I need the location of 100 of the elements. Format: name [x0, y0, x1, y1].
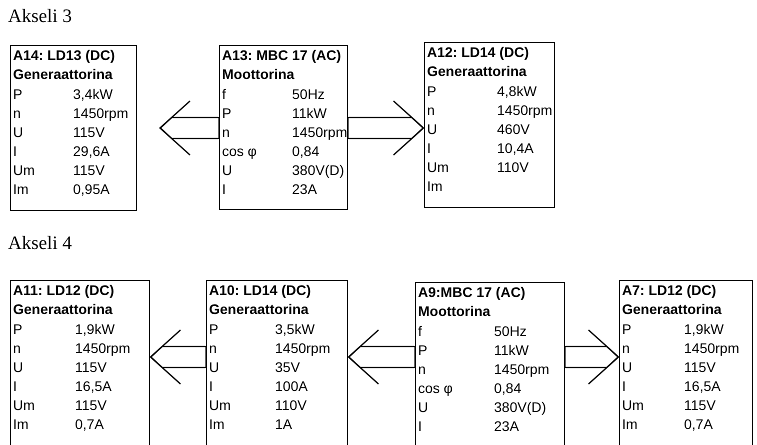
parameter-value: 460V [497, 120, 530, 139]
parameter-value: 50Hz [292, 85, 325, 104]
box-title: A14: LD13 (DC) [13, 47, 115, 65]
parameter-name: Um [622, 396, 644, 415]
parameter-name: P [418, 341, 428, 360]
double-arrow [564, 329, 620, 385]
parameter-value: 115V [73, 123, 105, 142]
parameter-name: Im [622, 415, 638, 434]
box-subtitle: Moottorina [418, 303, 490, 321]
parameter-name: U [418, 398, 428, 417]
parameter-name: Im [13, 180, 29, 199]
parameter-name: P [13, 320, 22, 339]
parameter-name: I [13, 377, 17, 396]
component-box [10, 45, 137, 211]
parameter-value: 115V [684, 396, 716, 415]
parameter-value: 115V [75, 358, 107, 377]
parameter-value: 0,84 [292, 142, 320, 161]
parameter-value: 1450rpm [75, 339, 130, 358]
double-arrow [348, 329, 416, 385]
box-title: A7: LD12 (DC) [622, 282, 716, 300]
parameter-name: I [222, 180, 226, 199]
parameter-value: 1,9kW [75, 320, 115, 339]
parameter-value: 115V [684, 358, 716, 377]
parameter-name: P [622, 320, 632, 339]
parameter-name: I [427, 139, 431, 158]
parameter-value: 23A [494, 417, 519, 436]
parameter-value: 4,8kW [497, 82, 537, 101]
parameter-value: 115V [75, 396, 107, 415]
component-box [219, 45, 348, 210]
parameter-name: n [209, 339, 217, 358]
parameter-value: 1450rpm [497, 101, 552, 120]
parameter-value: 0,95A [73, 180, 110, 199]
parameter-name: f [222, 85, 226, 104]
parameter-value: 3,5kW [275, 320, 315, 339]
parameter-name: I [622, 377, 626, 396]
parameter-name: P [222, 104, 232, 123]
section-heading: Akseli 3 [8, 6, 72, 28]
parameter-name: Um [13, 396, 35, 415]
component-box [415, 282, 565, 445]
parameter-value: 16,5A [684, 377, 721, 396]
parameter-value: 1450rpm [275, 339, 330, 358]
component-box [619, 280, 753, 445]
box-title: A10: LD14 (DC) [209, 282, 311, 300]
parameter-value: 1450rpm [684, 339, 740, 358]
double-arrow [150, 329, 207, 385]
parameter-name: U [427, 120, 438, 139]
parameter-name: n [622, 339, 630, 358]
component-box [424, 42, 555, 208]
parameter-value: 11kW [494, 341, 529, 360]
box-subtitle: Generaattorina [13, 301, 113, 319]
parameter-name: cos φ [222, 142, 257, 161]
parameter-value: 115V [73, 161, 105, 180]
parameter-name: U [13, 123, 24, 142]
parameter-value: 16,5A [75, 377, 112, 396]
parameter-name: U [13, 358, 24, 377]
parameter-value: 10,4A [497, 139, 534, 158]
parameter-value: 380V(D) [292, 161, 344, 180]
double-arrow [159, 100, 220, 156]
parameter-name: n [13, 104, 21, 123]
box-subtitle: Generaattorina [209, 301, 309, 319]
parameter-name: P [209, 320, 218, 339]
parameter-name: n [418, 360, 426, 379]
parameter-value: 380V(D) [494, 398, 546, 417]
box-subtitle: Generaattorina [13, 66, 113, 84]
parameter-name: U [222, 161, 232, 180]
box-subtitle: Generaattorina [427, 63, 527, 81]
double-arrow [347, 100, 424, 156]
parameter-name: Im [13, 415, 29, 434]
box-subtitle: Generaattorina [622, 301, 722, 319]
parameter-name: Um [427, 158, 449, 177]
parameter-name: I [209, 377, 213, 396]
parameter-value: 1,9kW [684, 320, 724, 339]
parameter-value: 0,84 [494, 379, 522, 398]
parameter-name: f [418, 322, 422, 341]
parameter-value: 11kW [292, 104, 327, 123]
parameter-value: 23A [292, 180, 317, 199]
component-box [206, 280, 348, 445]
parameter-name: cos φ [418, 379, 453, 398]
parameter-name: Um [209, 396, 231, 415]
component-box [10, 280, 150, 445]
parameter-value: 35V [275, 358, 300, 377]
parameter-name: n [222, 123, 230, 142]
parameter-value: 110V [275, 396, 307, 415]
parameter-value: 29,6A [73, 142, 110, 161]
parameter-name: I [418, 417, 422, 436]
parameter-value: 1450rpm [292, 123, 348, 142]
parameter-name: Um [13, 161, 35, 180]
box-title: A9:MBC 17 (AC) [418, 284, 526, 302]
box-title: A13: MBC 17 (AC) [222, 47, 342, 65]
box-title: A11: LD12 (DC) [13, 282, 114, 300]
parameter-value: 3,4kW [73, 85, 113, 104]
parameter-value: 1A [275, 415, 292, 434]
parameter-name: U [209, 358, 220, 377]
parameter-name: I [13, 142, 17, 161]
parameter-value: 1450rpm [494, 360, 550, 379]
box-title: A12: LD14 (DC) [427, 44, 529, 62]
parameter-name: P [427, 82, 436, 101]
parameter-value: 1450rpm [73, 104, 128, 123]
box-subtitle: Moottorina [222, 66, 294, 84]
parameter-name: n [427, 101, 435, 120]
